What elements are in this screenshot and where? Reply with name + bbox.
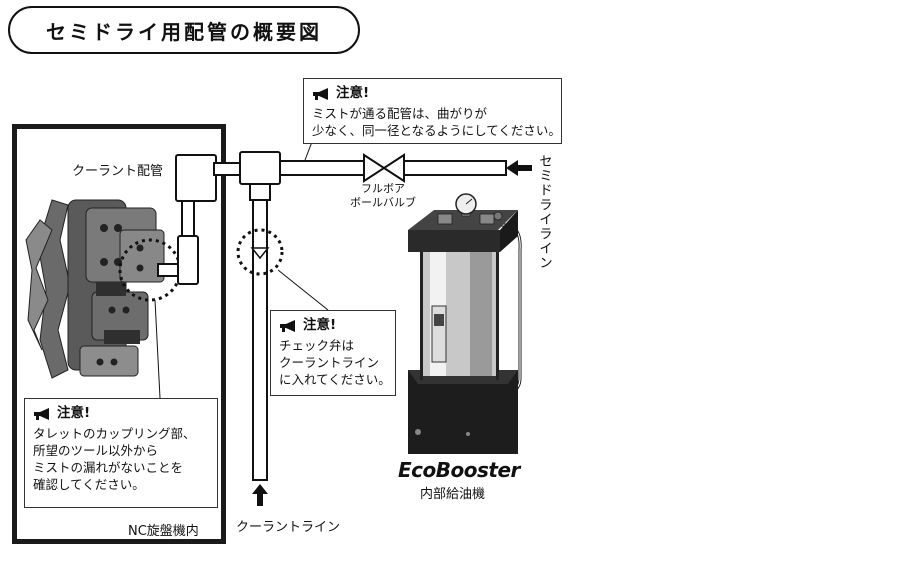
note-turret-line-4: 確認してください。	[33, 477, 145, 492]
turret-illustration	[25, 199, 165, 379]
note-turret-line-3: ミストの漏れがないことを	[33, 460, 184, 475]
note-pipe-line-2: 少なく、同一径となるようにしてください。	[312, 123, 561, 138]
note-pipe-head: 注意!	[336, 85, 370, 101]
note-pipe-header: 注意!	[312, 85, 553, 102]
note-check-valve-line-3: に入れてください。	[279, 372, 391, 387]
page-title-text: セミドライ用配管の概要図	[46, 19, 322, 44]
note-check-valve-line-1: チェック弁は	[279, 338, 355, 353]
note-check-valve-head: 注意!	[303, 317, 337, 333]
note-turret: 注意! タレットのカップリング部、 所望のツール以外から ミストの漏れがないこと…	[24, 398, 218, 508]
note-turret-header: 注意!	[33, 405, 209, 422]
arrow-up-icon	[252, 484, 268, 506]
leader-line-check	[277, 269, 329, 311]
note-check-valve-header: 注意!	[279, 317, 387, 334]
nc-lathe-enclosure	[12, 124, 226, 544]
nc-lathe-label: NC旋盤機内	[128, 524, 199, 539]
brand-logo: EcoBooster	[398, 458, 520, 482]
note-pipe-line-1: ミストが通る配管は、曲がりが	[312, 106, 488, 121]
megaphone-icon	[280, 319, 295, 332]
ecobooster-unit	[408, 193, 522, 454]
ball-valve-icon	[363, 153, 405, 183]
leader-line-turret	[154, 299, 161, 399]
coolant-pipe-label: クーラント配管	[72, 164, 164, 179]
note-check-valve-line-2: クーラントライン	[279, 355, 380, 370]
megaphone-icon	[313, 87, 328, 100]
tee-fitting	[239, 151, 281, 185]
check-valve-icon	[250, 247, 270, 260]
note-turret-line-1: タレットのカップリング部、	[33, 426, 196, 441]
semidry-line-label: セミドライライン	[536, 154, 552, 270]
note-check-valve: 注意! チェック弁は クーラントライン に入れてください。	[270, 310, 396, 396]
ball-valve-label: フルボア ボールバルブ	[346, 182, 420, 210]
coolant-line-label: クーラントライン	[236, 520, 341, 535]
check-valve-highlight-circle	[236, 228, 284, 276]
ball-valve-label-line-1: フルボア	[361, 182, 405, 195]
ball-valve-label-line-2: ボールバルブ	[350, 196, 416, 209]
coolant-line-pipe	[249, 183, 271, 481]
arrow-left-icon	[506, 160, 532, 176]
megaphone-icon	[34, 407, 49, 420]
coolant-pipe	[157, 154, 243, 285]
note-turret-head: 注意!	[57, 405, 91, 421]
pressure-gauge-icon	[455, 193, 477, 215]
note-turret-line-2: 所望のツール以外から	[33, 443, 159, 458]
internal-pump-label: 内部給油機	[420, 487, 486, 502]
page-title: セミドライ用配管の概要図	[8, 6, 360, 54]
note-pipe: 注意! ミストが通る配管は、曲がりが 少なく、同一径となるようにしてください。	[303, 78, 562, 144]
